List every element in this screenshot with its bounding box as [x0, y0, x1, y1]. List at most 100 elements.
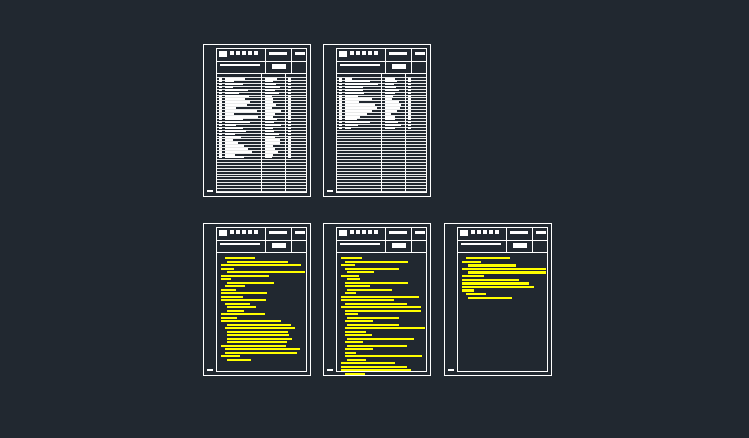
table-cell-index — [339, 121, 342, 124]
table-cell-spec — [265, 80, 274, 83]
table-cell-index — [219, 97, 222, 100]
title-block — [458, 228, 547, 253]
table-cell-name — [225, 89, 248, 92]
table-row-line — [217, 115, 306, 117]
table-cell-qty — [408, 100, 411, 103]
table-row-line — [217, 91, 306, 93]
table-row-line — [337, 150, 426, 152]
table-row-line — [217, 120, 306, 122]
table-row-line — [217, 126, 306, 128]
table-cell-qty — [288, 112, 291, 115]
note-text-line — [221, 278, 232, 281]
table-row-line — [337, 82, 426, 84]
title-text — [269, 52, 287, 55]
table-row-line — [217, 129, 306, 131]
table-row-line — [217, 144, 306, 146]
table-cell-spec — [265, 97, 274, 100]
table-row-line — [337, 173, 426, 175]
table-cell-spec — [385, 97, 393, 100]
drawing-sheet[interactable] — [203, 44, 311, 197]
table-cell-index — [219, 133, 222, 136]
table-row-line — [217, 103, 306, 105]
note-text-line — [221, 313, 265, 316]
table-row-line — [337, 97, 426, 99]
table-cell-qty — [288, 89, 291, 92]
table-cell-qty — [408, 95, 411, 98]
drawing-sheet[interactable] — [444, 223, 552, 376]
table-cell-spec — [265, 106, 272, 109]
table-cell-spec — [385, 124, 401, 127]
title-text — [340, 243, 380, 245]
table-cell-qty — [408, 124, 411, 127]
title-divider — [217, 61, 306, 62]
table-cell-qty — [408, 89, 411, 92]
table-cell-spec — [265, 92, 279, 95]
title-stamp — [272, 64, 286, 69]
table-cell-name — [225, 118, 243, 121]
table-cell-qty — [288, 136, 291, 138]
note-text-line — [227, 306, 256, 309]
drawing-sheet[interactable] — [323, 223, 431, 376]
table-cell-spec — [385, 103, 401, 106]
title-stamp — [272, 243, 286, 248]
title-stamp — [513, 243, 527, 248]
title-text — [389, 231, 407, 234]
table-row-line — [217, 97, 306, 99]
table-row-line — [217, 123, 306, 125]
note-text-line — [221, 295, 244, 298]
table-cell-index — [219, 103, 222, 106]
note-text-line — [345, 281, 408, 284]
table-cell-qty — [288, 153, 291, 156]
sheet-label-mark — [207, 190, 213, 192]
table-cell-name — [345, 89, 364, 92]
title-text — [471, 230, 475, 234]
table-cell-qty — [288, 118, 291, 121]
title-text — [295, 231, 305, 234]
table-column-divider — [285, 73, 286, 192]
table-row-line — [217, 153, 306, 155]
table-cell-spec — [385, 121, 399, 124]
table-cell-name — [225, 144, 245, 147]
table-cell-spec — [265, 136, 275, 138]
table-cell-spec — [265, 124, 281, 127]
table-row-line — [337, 77, 426, 78]
logo-icon — [219, 230, 227, 236]
table-row-line — [337, 120, 426, 122]
note-text-line — [341, 295, 420, 298]
table-cell-qty — [288, 115, 291, 118]
table-row-line — [337, 138, 426, 140]
table-cell-qty — [408, 118, 411, 121]
table-cell-qty — [288, 95, 291, 98]
table-row-line — [217, 147, 306, 149]
table-cell-index — [219, 77, 222, 80]
table-row-line — [337, 79, 426, 81]
table-cell-name — [345, 77, 353, 80]
table-row-line — [337, 117, 426, 119]
table-cell-name — [345, 103, 376, 106]
table-row-line — [337, 115, 426, 117]
title-divider — [217, 240, 306, 241]
table-cell-qty — [288, 133, 291, 136]
note-text-line — [341, 264, 355, 267]
table-row-line — [337, 161, 426, 163]
logo-icon — [460, 230, 468, 236]
note-text-line — [221, 292, 268, 295]
note-text-line — [347, 337, 415, 340]
table-cell-qty — [288, 141, 291, 144]
table-cell-qty — [408, 77, 411, 80]
note-text-line — [462, 282, 529, 285]
table-cell-name — [225, 141, 238, 144]
sheet-frame — [336, 48, 427, 193]
table-cell-spec — [265, 144, 274, 147]
table-row-line — [337, 129, 426, 131]
note-text-line — [227, 358, 251, 361]
table-cell-name — [345, 106, 377, 109]
table-cell-spec — [385, 86, 396, 89]
drawing-sheet[interactable] — [203, 223, 311, 376]
table-cell-name — [225, 77, 245, 80]
table-row-line — [217, 138, 306, 140]
table-cell-index — [219, 80, 222, 83]
table-cell-name — [225, 127, 244, 130]
table-cell-spec — [265, 103, 276, 106]
drawing-sheet[interactable] — [323, 44, 431, 197]
